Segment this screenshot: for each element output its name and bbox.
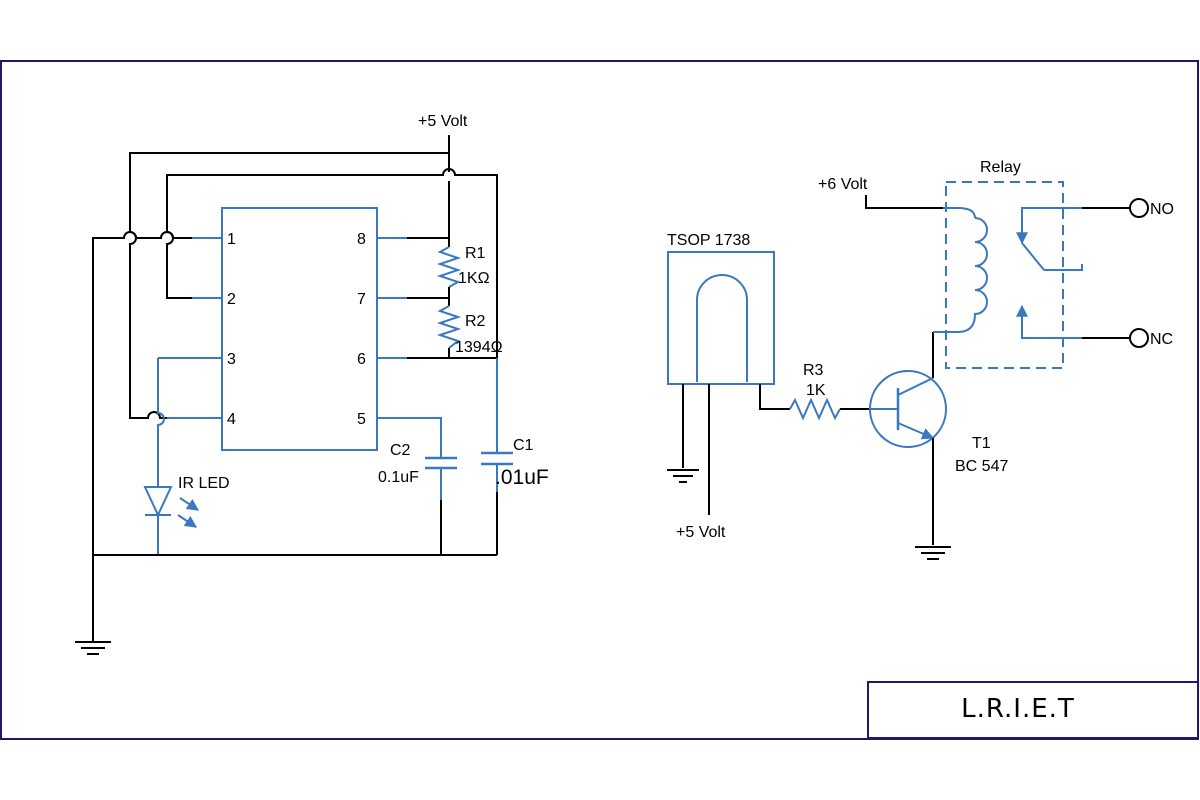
title-block: L.R.I.E.T bbox=[867, 681, 1199, 739]
relay-label: Relay bbox=[980, 159, 1021, 176]
ground-symbol-left bbox=[75, 641, 111, 655]
c1-value: .01uF bbox=[495, 466, 549, 489]
nc-label: NC bbox=[1150, 331, 1173, 348]
ic-555-body bbox=[221, 207, 378, 451]
pin-7-label: 7 bbox=[357, 291, 366, 308]
tsop-dome bbox=[696, 274, 748, 382]
page-frame bbox=[0, 60, 1199, 740]
title-text: L.R.I.E.T bbox=[961, 694, 1075, 724]
tsop-sensor-body bbox=[667, 251, 775, 385]
pin-8-label: 8 bbox=[357, 231, 366, 248]
ground-symbol-transistor bbox=[915, 546, 951, 560]
ground-symbol-tsop bbox=[667, 469, 699, 483]
r2-resistor bbox=[436, 305, 462, 349]
no-terminal bbox=[1129, 198, 1149, 218]
c2-value: 0.1uF bbox=[378, 469, 419, 486]
pin-1-label: 1 bbox=[227, 231, 236, 248]
r1-resistor bbox=[436, 246, 462, 288]
pin-2-label: 2 bbox=[227, 291, 236, 308]
r2-value: 1394Ω bbox=[455, 339, 503, 356]
r2-name: R2 bbox=[465, 313, 486, 330]
r3-resistor bbox=[789, 397, 841, 421]
t1-transistor bbox=[869, 370, 947, 448]
relay-contact-nc-path bbox=[1016, 304, 1130, 339]
t1-name: T1 bbox=[972, 435, 991, 452]
wire-pin1-ground bbox=[92, 231, 192, 642]
r1-value: 1KΩ bbox=[458, 270, 490, 287]
pin-5-label: 5 bbox=[357, 411, 366, 428]
relay-contact-no-path bbox=[1016, 207, 1130, 245]
tsop-supply-label: +5 Volt bbox=[676, 524, 726, 541]
c1-name: C1 bbox=[513, 437, 534, 454]
supply-label-left: +5 Volt bbox=[418, 113, 468, 130]
c2-name: C2 bbox=[390, 442, 411, 459]
led-emission-arrow-1 bbox=[179, 497, 199, 511]
pin-4-label: 4 bbox=[227, 411, 236, 428]
r3-value: 1K bbox=[806, 382, 826, 399]
tsop-label: TSOP 1738 bbox=[667, 232, 750, 249]
t1-value: BC 547 bbox=[955, 458, 1008, 475]
relay-coil bbox=[957, 207, 988, 333]
r1-name: R1 bbox=[465, 245, 486, 262]
pin-6-label: 6 bbox=[357, 351, 366, 368]
relay-supply-label: +6 Volt bbox=[818, 176, 868, 193]
wire-pin6-pin2 bbox=[166, 168, 498, 299]
ir-led-label: IR LED bbox=[178, 475, 230, 492]
receiver-circuit: TSOP 1738 +5 Volt R3 1K T1 BC 547 bbox=[667, 159, 1174, 560]
r3-name: R3 bbox=[803, 362, 824, 379]
ir-led-diode bbox=[143, 486, 173, 518]
wire-vcc-pin4 bbox=[129, 152, 449, 419]
led-emission-arrow-2 bbox=[177, 514, 197, 528]
relay-enclosure bbox=[945, 181, 1064, 369]
timer-circuit: 1 2 3 4 5 6 7 8 +5 Volt R1 1KΩ R2 1394Ω bbox=[75, 113, 549, 655]
no-label: NO bbox=[1150, 201, 1174, 218]
nc-terminal bbox=[1129, 328, 1149, 348]
pin-3-label: 3 bbox=[227, 351, 236, 368]
relay-armature bbox=[1021, 242, 1045, 271]
